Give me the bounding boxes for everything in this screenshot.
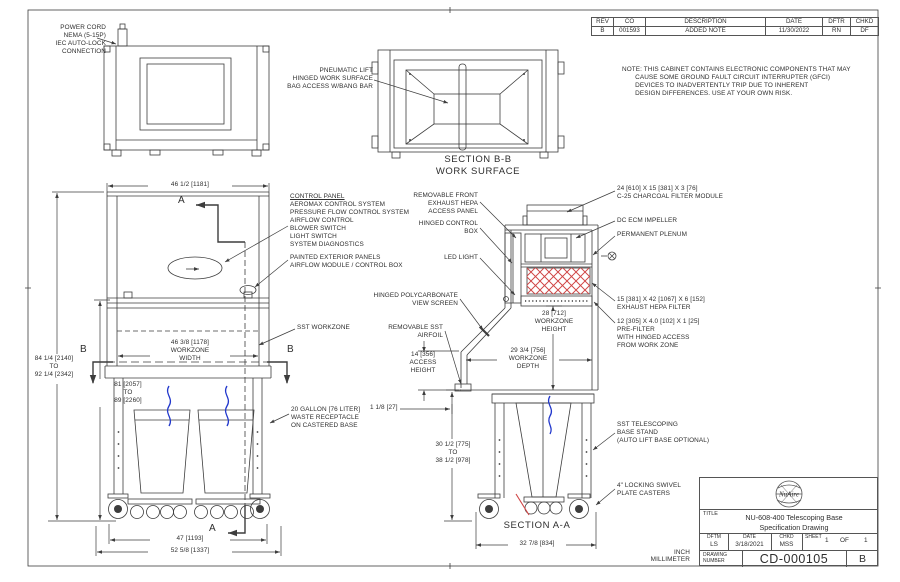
callout-sst-workzone: SST WORKZONE <box>297 324 350 331</box>
dim-overall-height-range: 84 1/4 [2140] TO 92 1/4 [2342] <box>34 355 74 379</box>
title-block-divider <box>700 533 877 534</box>
sheet-label: SHEET <box>805 534 822 540</box>
rev-cell: RN <box>822 26 851 36</box>
callout-plenum: PERMANENT PLENUM <box>617 231 688 238</box>
revision-table-header-row: REV CO DESCRIPTION DATE DFTR CHKD <box>591 17 879 27</box>
cut-letter-a-top: A <box>178 195 186 206</box>
hepa-filter-hatch <box>515 267 591 516</box>
dim-airfoil-gap: 1 1/8 [27] <box>370 404 398 411</box>
power-cord-connector <box>117 23 128 47</box>
nuaire-logo-text: NuAire <box>778 491 799 499</box>
dim-overall-base-width: 52 5/8 [1337] <box>170 547 210 554</box>
power-cord-squiggles <box>166 385 553 435</box>
section-bb-label: SECTION B-B <box>444 154 512 165</box>
title-block: NuAire TITLE NU-608-400 Telescoping Base… <box>699 477 878 567</box>
rev-header-cell: DATE <box>765 17 823 27</box>
title-block-divider <box>771 533 772 550</box>
callout-impeller: DC ECM IMPELLER <box>617 217 678 224</box>
drawing-number-value: CD-000105 <box>759 552 829 566</box>
dim-workzone-height: 28 [712] WORKZONE HEIGHT <box>534 310 574 334</box>
title-line1: NU-608-400 Telescoping Base <box>745 513 843 522</box>
dim-access-height: 14 [356] ACCESS HEIGHT <box>409 351 437 375</box>
callout-casters: 4" LOCKING SWIVEL PLATE CASTERS <box>617 482 681 498</box>
dftm-value: LS <box>710 541 718 548</box>
front-view <box>104 191 272 519</box>
chkd-label: CHKD <box>779 534 794 540</box>
drawing-number-label: DRAWING NUMBER <box>703 551 727 565</box>
rev-header-cell: DFTR <box>822 17 851 27</box>
sheet-number: 1 <box>825 537 829 544</box>
title-line2: Specification Drawing <box>759 522 829 532</box>
callout-waste-receptacle: 20 GALLON [76 LITER] WASTE RECEPTACLE ON… <box>291 406 361 430</box>
sheet-total: 1 <box>864 537 868 544</box>
callout-charcoal-module: 24 [610] X 15 [381] X 3 [76] C-25 CHARCO… <box>617 185 724 201</box>
sheet-of-label: OF <box>840 537 849 544</box>
sheet-frame <box>25 7 881 569</box>
callout-painted-panels: PAINTED EXTERIOR PANELS AIRFLOW MODULE /… <box>290 254 403 270</box>
title-block-divider <box>742 550 743 567</box>
dim-worktop-height-range: 30 1/2 [775] TO 38 1/2 [978] <box>435 441 471 465</box>
callout-led-light: LED LIGHT <box>444 254 478 261</box>
airflow-module-oval <box>239 285 257 295</box>
date-value: 3/18/2021 <box>735 541 764 548</box>
rev-header-cell: CHKD <box>850 17 879 27</box>
revision-table: REV CO DESCRIPTION DATE DFTR CHKD B 0015… <box>591 17 879 36</box>
callout-airfoil: REMOVABLE SST AIRFOIL <box>388 324 443 340</box>
rev-cell: 001593 <box>613 26 646 36</box>
title-block-divider <box>802 533 803 550</box>
section-aa-label: SECTION A-A <box>503 520 571 531</box>
dim-overall-width: 46 1/2 [1181] <box>170 181 210 188</box>
callout-base-stand: SST TELESCOPING BASE STAND (AUTO LIFT BA… <box>617 421 710 445</box>
callout-hinged-control-box: HINGED CONTROL BOX <box>418 220 478 236</box>
rev-cell: 11/30/2022 <box>765 26 823 36</box>
impeller-shaft-icon <box>601 251 617 261</box>
title-block-divider <box>700 550 877 551</box>
callout-control-panel-title: CONTROL PANEL <box>290 193 345 200</box>
control-panel-oval <box>167 256 223 280</box>
units-millimeter: MILLIMETER <box>650 556 690 564</box>
title-block-divider <box>700 509 877 510</box>
units-note: INCH MILLIMETER <box>610 549 690 564</box>
nuaire-logo: NuAire <box>775 480 803 508</box>
rev-header-cell: REV <box>591 17 614 27</box>
rev-cell: B <box>591 26 614 36</box>
callout-control-panel-items: AEROMAX CONTROL SYSTEM PRESSURE FLOW CON… <box>290 201 410 249</box>
date-label: DATE <box>743 534 756 540</box>
rear-view <box>103 23 270 157</box>
rev-header-cell: CO <box>613 17 646 27</box>
dim-section-depth: 32 7/8 [834] <box>519 540 555 547</box>
rev-cell: ADDED NOTE <box>645 26 766 36</box>
leader-lines <box>96 37 616 506</box>
title-block-divider <box>728 533 729 550</box>
cut-letter-a-bottom: A <box>209 523 217 534</box>
drawing-revision: B <box>858 553 866 565</box>
dim-clear-height-range: 81 [2057] TO 89 [2260] <box>114 381 142 405</box>
rev-header-cell: DESCRIPTION <box>645 17 766 27</box>
rev-cell: DF <box>850 26 879 36</box>
section-aa-view <box>454 204 617 519</box>
section-cut-lines <box>89 201 291 537</box>
cut-letter-b-right: B <box>287 344 295 355</box>
dim-base-width: 47 [1193] <box>176 535 204 542</box>
dftm-label: DFTM <box>707 534 721 540</box>
title-block-divider <box>846 550 847 567</box>
callout-exhaust-hepa-filter: 15 [381] X 42 [1067] X 6 [152] EXHAUST H… <box>617 296 705 312</box>
gfci-note: NOTE: THIS CABINET CONTAINS ELECTRONIC C… <box>622 66 851 98</box>
chkd-value: MSS <box>779 541 794 548</box>
dim-workzone-depth: 29 3/4 [756] WORKZONE DEPTH <box>508 347 548 371</box>
revision-table-row: B 001593 ADDED NOTE 11/30/2022 RN DF <box>591 26 879 36</box>
title-label: TITLE <box>703 511 718 517</box>
section-bb-sublabel: WORK SURFACE <box>435 166 521 177</box>
callout-removable-front-panel: REMOVABLE FRONT EXHAUST HEPA ACCESS PANE… <box>413 192 478 216</box>
units-inch: INCH <box>673 549 690 556</box>
cut-letter-b-left: B <box>80 344 88 355</box>
callout-view-screen: HINGED POLYCARBONATE VIEW SCREEN <box>373 292 458 308</box>
section-bb-view <box>371 49 565 159</box>
dimension-arrowheads <box>55 184 596 554</box>
dim-workzone-width: 46 3/8 [1178] WORKZONE WIDTH <box>170 339 210 363</box>
callout-pneumatic-lift: PNEUMATIC LIFT HINGED WORK SURFACE BAG A… <box>287 67 373 91</box>
callout-power-cord: POWER CORD NEMA (5-15P) IEC AUTO-LOCK CO… <box>55 24 106 56</box>
callout-pre-filter: 12 [305] X 4.0 [102] X 1 [25] PRE-FILTER… <box>617 318 700 350</box>
